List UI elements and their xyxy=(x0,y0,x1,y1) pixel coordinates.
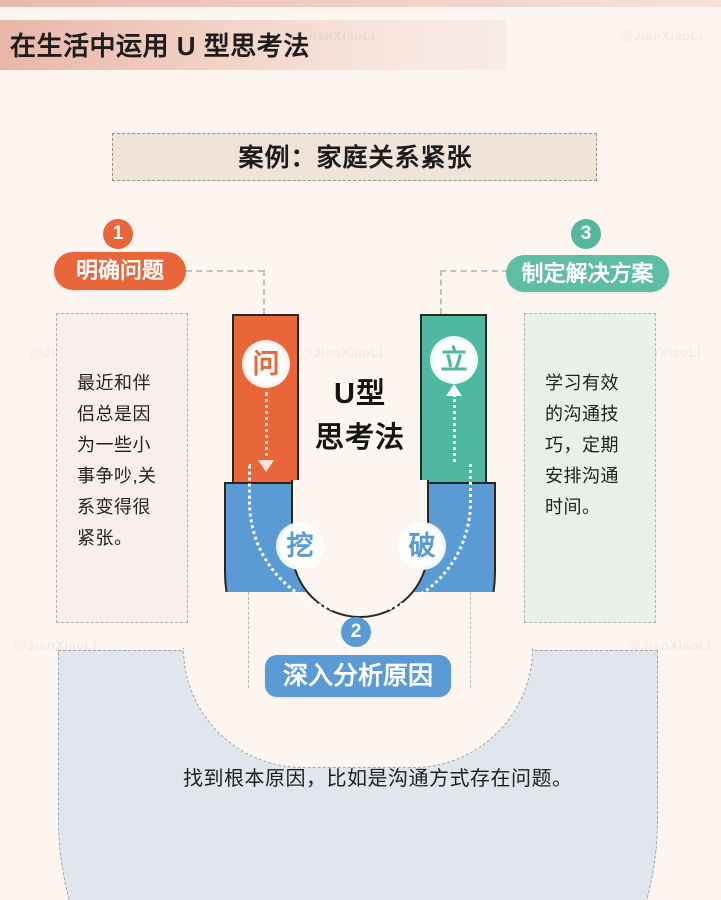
case-label: 案例：家庭关系紧张 xyxy=(238,144,473,172)
step-3-description: 学习有效的沟通技巧，定期安排沟通时间。 xyxy=(545,373,619,517)
connector-step1-horizontal xyxy=(186,270,264,272)
flow-arrow-down xyxy=(265,392,268,464)
watermark: @JianXiaoLi xyxy=(620,28,704,43)
step-2-description: 找到根本原因，比如是沟通方式存在问题。 xyxy=(183,768,573,790)
u-center-title: U型 思考法 xyxy=(300,372,420,460)
step-3-label[interactable]: 制定解决方案 xyxy=(506,255,669,292)
u-glyph-break: 破 xyxy=(398,522,446,570)
top-rule xyxy=(0,0,721,7)
step-2-label[interactable]: 深入分析原因 xyxy=(265,655,451,697)
title-band xyxy=(0,20,506,70)
page-title: 在生活中运用 U 型思考法 xyxy=(10,31,310,61)
step-1-description-box: 最近和伴侣总是因为一些小事争吵,关系变得很紧张。 xyxy=(56,313,188,623)
step-2-badge: 2 xyxy=(341,617,371,647)
u-center-line1: U型 xyxy=(334,378,386,410)
connector-step3-vertical xyxy=(440,270,442,314)
connector-step1-vertical xyxy=(263,270,265,314)
step-1-label[interactable]: 明确问题 xyxy=(54,252,186,290)
step-3-badge: 3 xyxy=(571,219,601,249)
u-center-line2: 思考法 xyxy=(314,422,405,454)
flow-arrow-down-head-icon xyxy=(258,460,274,472)
flow-arrow-up-head-icon xyxy=(446,384,462,396)
guide-line-right xyxy=(470,592,471,688)
u-shape-diagram: 问 立 挖 破 U型 思考法 xyxy=(224,314,496,618)
connector-step3-horizontal xyxy=(440,270,508,272)
guide-line-left xyxy=(248,592,249,688)
u-glyph-establish: 立 xyxy=(430,336,478,384)
flow-arrow-up xyxy=(453,394,456,462)
u-glyph-ask: 问 xyxy=(242,340,290,388)
u-glyph-dig: 挖 xyxy=(276,522,324,570)
case-box: 案例：家庭关系紧张 xyxy=(112,133,597,181)
step-3-description-box: 学习有效的沟通技巧，定期安排沟通时间。 xyxy=(524,313,656,623)
step-1-description: 最近和伴侣总是因为一些小事争吵,关系变得很紧张。 xyxy=(77,373,157,548)
step-1-badge: 1 xyxy=(103,219,133,249)
